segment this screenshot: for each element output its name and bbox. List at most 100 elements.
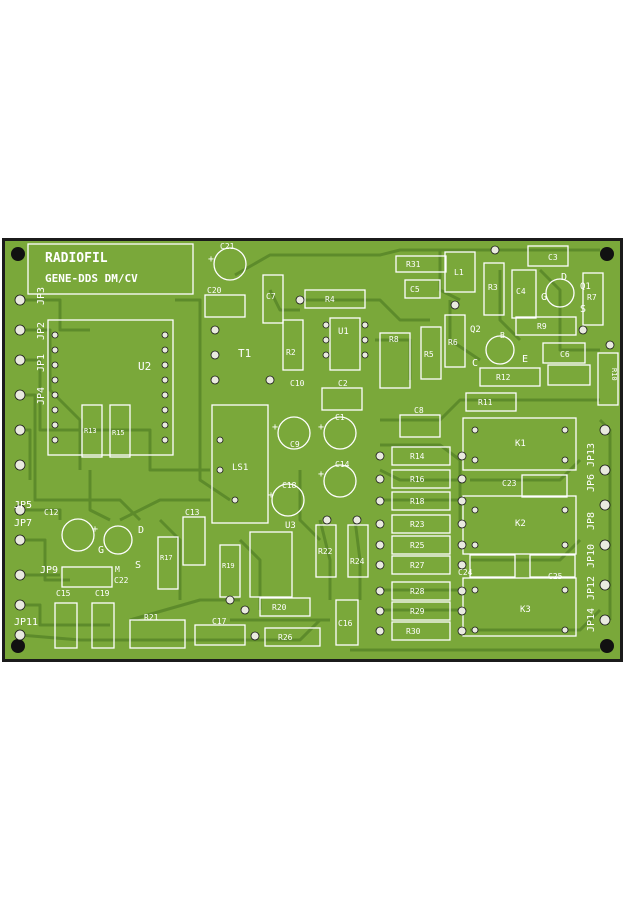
label-c13: C13 — [185, 508, 200, 517]
label-jp2: JP2 — [36, 322, 47, 340]
label-ls1: LS1 — [232, 463, 248, 473]
label-jp11: JP11 — [14, 617, 38, 628]
board-subtitle: GENE-DDS DM/CV — [45, 272, 138, 285]
label-jp10: JP10 — [586, 544, 597, 568]
label-r28: R28 — [410, 587, 425, 596]
label-k1: K1 — [515, 439, 526, 449]
pin-d-left: D — [138, 525, 144, 536]
label-r23: R23 — [410, 520, 425, 529]
label-r14: R14 — [410, 452, 425, 461]
label-r21: R21 — [144, 613, 159, 622]
label-k2: K2 — [515, 519, 526, 529]
label-c21: C21 — [220, 242, 235, 251]
label-c9: C9 — [290, 440, 300, 449]
pin-s-right: S — [580, 304, 586, 315]
label-c10: C10 — [290, 379, 305, 388]
label-c16: C16 — [338, 619, 353, 628]
pin-m: M — [115, 565, 120, 574]
mounting-holes — [11, 247, 614, 653]
svg-text:+: + — [92, 524, 98, 535]
label-r26: R26 — [278, 633, 293, 642]
label-r2: R2 — [286, 348, 296, 357]
label-q2: Q2 — [470, 325, 481, 335]
svg-text:+: + — [208, 254, 214, 265]
label-r16: R16 — [410, 475, 425, 484]
label-c22: C22 — [114, 576, 129, 585]
component-pads — [14, 245, 615, 641]
label-c25: C25 — [548, 572, 563, 581]
label-jp14: JP14 — [586, 608, 597, 632]
label-u3: U3 — [285, 521, 296, 531]
label-r24: R24 — [350, 557, 365, 566]
label-r4: R4 — [325, 295, 335, 304]
label-c7: C7 — [266, 292, 276, 301]
label-c14: C14 — [335, 460, 350, 469]
label-jp1: JP1 — [36, 354, 47, 372]
polarity-marks: + + + + + + — [92, 254, 324, 535]
silkscreen-text: RADIOFIL GENE-DDS DM/CV U1 U2 U3 T1 Q1 Q… — [14, 242, 618, 642]
label-jp4: JP4 — [36, 387, 47, 405]
label-r29: R29 — [410, 607, 425, 616]
label-c5: C5 — [410, 285, 420, 294]
label-r22: R22 — [318, 547, 333, 556]
label-r25: R25 — [410, 541, 425, 550]
label-k3: K3 — [520, 605, 531, 615]
label-c3: C3 — [548, 253, 558, 262]
label-r20: R20 — [272, 603, 287, 612]
svg-text:+: + — [272, 422, 278, 433]
label-jp9: JP9 — [40, 565, 58, 576]
label-r13: R13 — [84, 427, 97, 435]
board-title: RADIOFIL — [45, 251, 108, 266]
svg-text:+: + — [318, 422, 324, 433]
label-r9: R9 — [537, 322, 547, 331]
label-r6: R6 — [448, 338, 458, 347]
pin-d-right: D — [561, 272, 567, 283]
label-r15: R15 — [112, 429, 125, 437]
svg-text:+: + — [318, 469, 324, 480]
label-jp8: JP8 — [586, 512, 597, 530]
label-c18: C18 — [282, 481, 297, 490]
label-c8: C8 — [414, 406, 424, 415]
label-r27: R27 — [410, 561, 425, 570]
label-c20: C20 — [207, 286, 222, 295]
label-r18: R18 — [410, 497, 425, 506]
svg-text:+: + — [268, 490, 274, 501]
copper-traces — [19, 248, 612, 652]
label-r8: R8 — [389, 335, 399, 344]
label-c12: C12 — [44, 508, 59, 517]
label-u1: U1 — [338, 327, 349, 337]
label-c4: C4 — [516, 287, 526, 296]
label-jp12: JP12 — [586, 576, 597, 600]
label-jp13: JP13 — [586, 443, 597, 467]
label-c23: C23 — [502, 479, 517, 488]
label-u2: U2 — [138, 360, 151, 373]
label-r3: R3 — [488, 283, 498, 292]
label-r30: R30 — [406, 627, 421, 636]
label-r10: R10 — [610, 368, 618, 381]
label-r12: R12 — [496, 373, 511, 382]
label-jp3: JP3 — [36, 287, 47, 305]
pin-e: E — [522, 354, 528, 365]
label-c19: C19 — [95, 589, 110, 598]
label-jp6: JP6 — [586, 474, 597, 492]
label-t1: T1 — [238, 347, 251, 360]
label-r31: R31 — [406, 260, 421, 269]
label-r19: R19 — [222, 562, 235, 570]
pin-g-right: G — [541, 292, 547, 303]
label-r7: R7 — [587, 293, 597, 302]
pin-s-left: S — [135, 560, 141, 571]
board-substrate — [5, 241, 620, 659]
pin-b: B — [500, 331, 505, 340]
label-l1: L1 — [454, 268, 464, 277]
label-c15: C15 — [56, 589, 71, 598]
silkscreen-outlines — [27, 243, 619, 649]
label-c6: C6 — [560, 350, 570, 359]
pin-g-left: G — [98, 545, 104, 556]
label-jp5: JP5 — [14, 500, 32, 511]
label-c1: C1 — [335, 413, 345, 422]
label-r17: R17 — [160, 554, 173, 562]
label-c2: C2 — [338, 379, 348, 388]
label-c17: C17 — [212, 617, 227, 626]
label-r11: R11 — [478, 398, 493, 407]
